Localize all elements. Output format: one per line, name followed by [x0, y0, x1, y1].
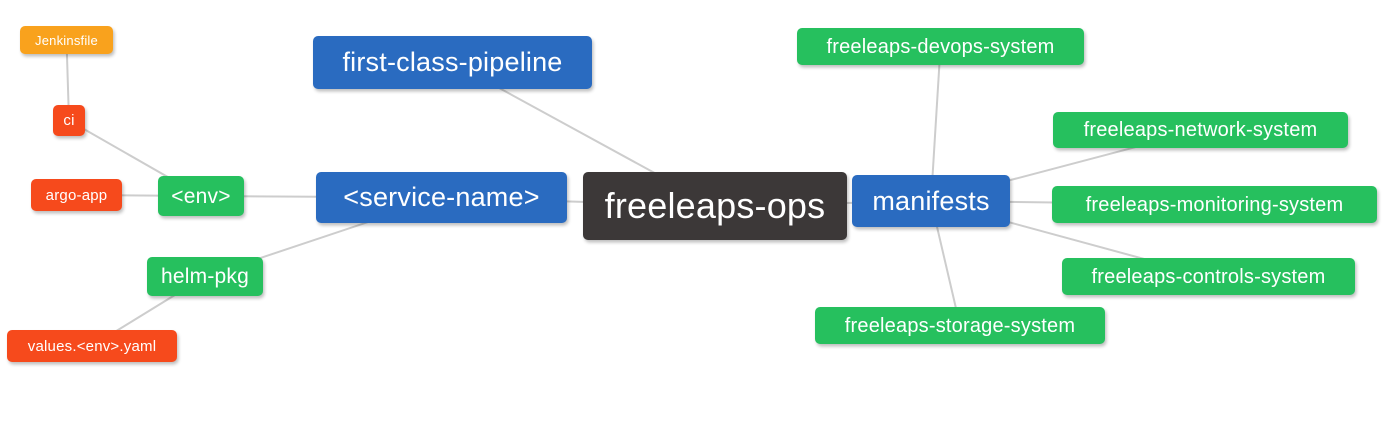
node-env[interactable]: <env>	[158, 176, 244, 216]
node-ci[interactable]: ci	[53, 105, 85, 136]
node-freeleaps-devops-system[interactable]: freeleaps-devops-system	[797, 28, 1084, 65]
node-manifests[interactable]: manifests	[852, 175, 1010, 227]
node-freeleaps-storage-system[interactable]: freeleaps-storage-system	[815, 307, 1105, 344]
node-argo-app[interactable]: argo-app	[31, 179, 122, 211]
node-helm-pkg[interactable]: helm-pkg	[147, 257, 263, 296]
node-freeleaps-controls-system[interactable]: freeleaps-controls-system	[1062, 258, 1355, 295]
node-first-class-pipeline[interactable]: first-class-pipeline	[313, 36, 592, 89]
node-freeleaps-network-system[interactable]: freeleaps-network-system	[1053, 112, 1348, 148]
node-values-env-yaml[interactable]: values.<env>.yaml	[7, 330, 177, 362]
node-jenkinsfile[interactable]: Jenkinsfile	[20, 26, 113, 54]
node-service-name[interactable]: <service-name>	[316, 172, 567, 223]
node-freeleaps-ops[interactable]: freeleaps-ops	[583, 172, 847, 240]
node-freeleaps-monitoring-system[interactable]: freeleaps-monitoring-system	[1052, 186, 1377, 223]
